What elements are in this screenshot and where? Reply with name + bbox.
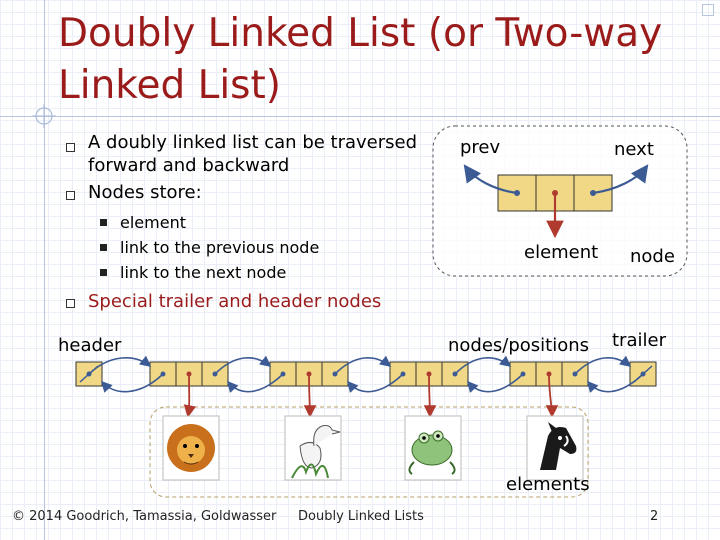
lion-icon — [163, 416, 219, 480]
crosshair-icon — [30, 102, 58, 130]
bullet-special-nodes: Special trailer and header nodes — [88, 290, 381, 313]
bullet-traversal: A doubly linked list can be traversed fo… — [88, 131, 428, 177]
bullet-marker — [66, 143, 75, 152]
next-label: next — [614, 139, 654, 160]
bullet-marker — [66, 299, 75, 308]
trailer-label: trailer — [612, 330, 666, 351]
bullet-text: forward and backward — [88, 154, 428, 177]
title-line-2: Linked List) — [58, 60, 698, 112]
sub-bullet-prev-link: link to the previous node — [120, 235, 319, 260]
page-title: Doubly Linked List (or Two-way Linked Li… — [58, 8, 698, 112]
sub-bullet-marker — [100, 269, 107, 276]
element-arrows — [188, 374, 552, 416]
bullet-nodes-store: Nodes store: — [88, 181, 202, 204]
element-dots — [187, 372, 552, 377]
title-line-1: Doubly Linked List (or Two-way — [58, 8, 698, 60]
sub-bullet-element: element — [120, 210, 186, 235]
bullet-text: A doubly linked list can be traversed — [88, 131, 428, 154]
footer-title: Doubly Linked Lists — [298, 509, 424, 524]
horse-icon — [527, 416, 583, 480]
bullet-marker — [66, 191, 75, 200]
frog-icon — [405, 416, 461, 480]
heron-icon — [285, 416, 341, 480]
node-label: node — [630, 246, 675, 267]
sub-bullet-marker — [100, 244, 107, 251]
horizontal-guide-line — [0, 116, 720, 117]
prev-label: prev — [460, 137, 500, 158]
page-number: 2 — [650, 509, 658, 524]
linked-list-diagram — [0, 350, 720, 510]
corner-decoration — [702, 4, 714, 16]
element-label: element — [524, 242, 598, 263]
elements-label: elements — [506, 474, 590, 495]
sub-bullet-next-link: link to the next node — [120, 260, 286, 285]
footer-copyright: © 2014 Goodrich, Tamassia, Goldwasser — [12, 509, 276, 524]
sub-bullet-marker — [100, 219, 107, 226]
